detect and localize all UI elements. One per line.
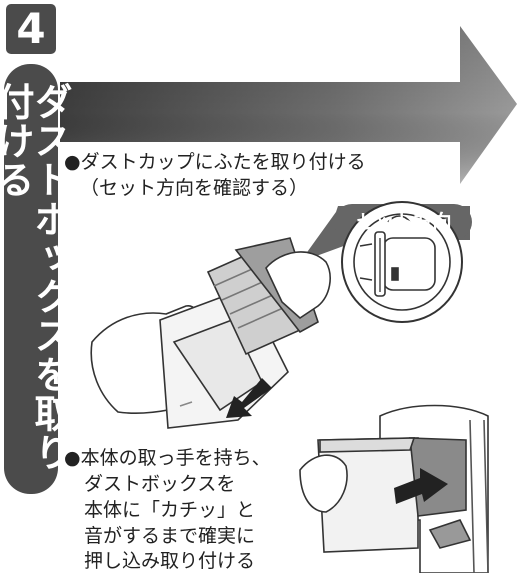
step-number: 4: [16, 4, 46, 53]
instruction-2-text: 本体の取っ手を持ち、: [80, 447, 271, 469]
push-arrow-icon: [394, 468, 448, 504]
instruction-2-line5: 押し込み取り付ける: [84, 550, 256, 572]
lid-detail-icon: [353, 213, 451, 311]
bullet-icon: ●: [64, 151, 81, 173]
dust-cup-illustration: [90, 237, 331, 429]
instruction-1-line2: （セット方向を確認する）: [80, 177, 309, 199]
instruction-2-line2: ダストボックスを: [84, 473, 236, 495]
step-number-badge: 4: [6, 4, 56, 54]
bullet-icon: ●: [64, 447, 81, 469]
step-title-banner: ダストボックスを取り付ける: [0, 64, 72, 494]
step-title: ダストボックスを取り付ける: [0, 82, 72, 472]
instruction-2-line3: 本体に「カチッ」と: [84, 499, 256, 521]
instruction-1-text: ダストカップにふたを取り付ける: [80, 151, 366, 173]
body-illustration: [299, 404, 489, 573]
direction-arrow: [60, 26, 517, 184]
instruction-2-line4: 音がするまで確実に: [84, 525, 256, 547]
insert-arrow-icon: [226, 378, 272, 418]
set-direction-label: セット方向: [356, 210, 452, 233]
instruction-2-line1: ●本体の取っ手を持ち、: [64, 446, 271, 471]
instruction-1-line1: ●ダストカップにふたを取り付ける: [64, 150, 366, 175]
